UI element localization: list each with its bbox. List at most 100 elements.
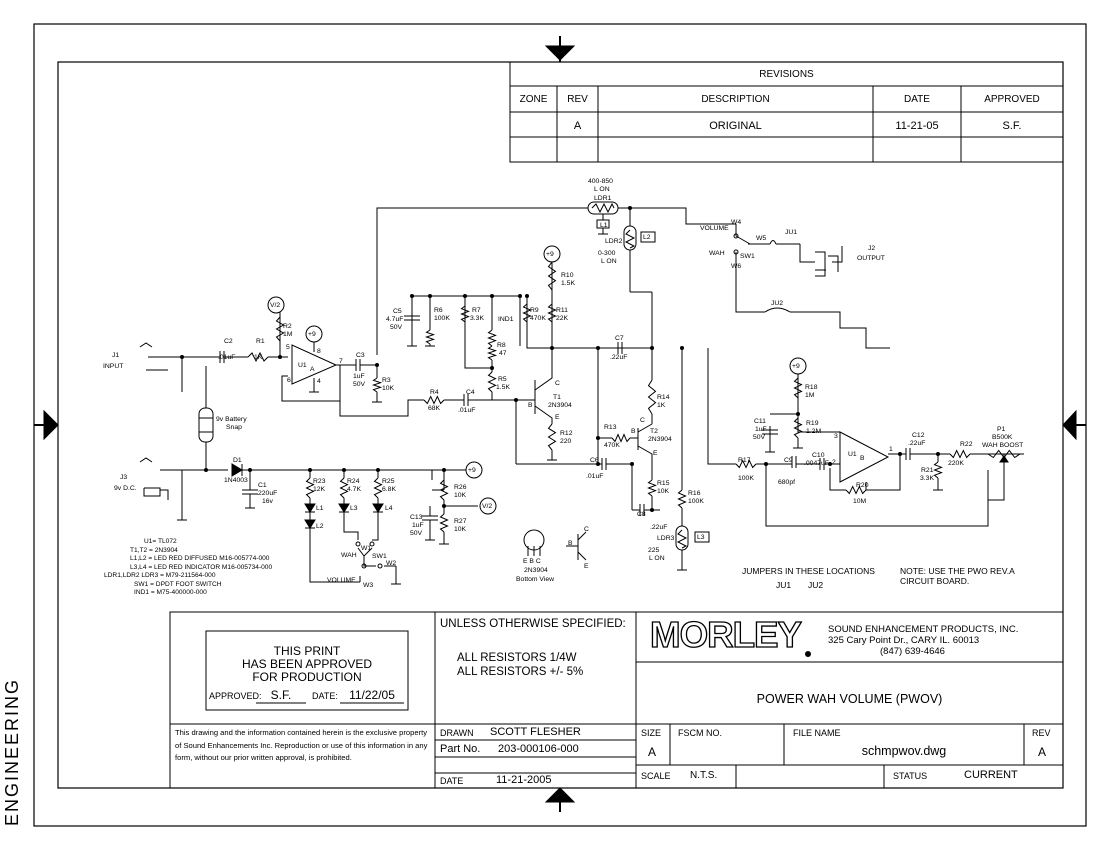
- label-r4v: 68K: [428, 405, 441, 412]
- label-r14: R14: [657, 394, 670, 401]
- label-r11v: 22K: [556, 315, 569, 322]
- jumpers-note: JUMPERS IN THESE LOCATIONS: [742, 566, 875, 576]
- file-name-value: schmpwov.dwg: [861, 744, 947, 758]
- battery-snap: [198, 407, 214, 443]
- label-c10v: .0047uF: [804, 460, 829, 467]
- schematic-wiring: [139, 207, 1024, 585]
- approval-date-value: 11/22/05: [349, 688, 395, 702]
- label-sym-c: C: [584, 526, 589, 533]
- ldr-bodies: [587, 201, 710, 551]
- approval-line-1: THIS PRINT: [273, 644, 341, 658]
- label-c8: C8: [637, 511, 646, 518]
- label-ju2: JU2: [771, 300, 784, 307]
- label-r1v: 1K: [254, 354, 263, 361]
- resistor-r2: [275, 316, 285, 342]
- label-t2v: 2N3904: [648, 436, 672, 443]
- label-r1: R1: [256, 338, 265, 345]
- label-r22: R22: [960, 441, 973, 448]
- label-r6v: 100K: [434, 315, 450, 322]
- label-v2-a: V/2: [270, 302, 281, 309]
- label-r18v: 1M: [805, 392, 815, 399]
- led-symbols: [304, 503, 384, 529]
- label-r8v: 47: [499, 350, 507, 357]
- drawing-title: POWER WAH VOLUME (PWOV): [756, 692, 943, 706]
- label-input: INPUT: [103, 363, 124, 370]
- label-r18: R18: [805, 384, 818, 391]
- label-r11: R11: [556, 307, 568, 314]
- label-j3: J3: [120, 474, 128, 481]
- label-r3: R3: [382, 377, 391, 384]
- resistor-r4: [423, 395, 445, 405]
- label-w5: W5: [756, 235, 767, 242]
- file-name-label: FILE NAME: [793, 728, 841, 738]
- resistor-r7: [460, 305, 470, 323]
- parts-list-item: LDR1,LDR2 LDR3 = M79-211564-000: [104, 572, 216, 579]
- company-address: 325 Cary Point Dr., CARY IL. 60013: [828, 635, 980, 646]
- v2-flag-b: [479, 497, 497, 515]
- v2-flag-a: [267, 296, 285, 314]
- label-ldr1: LDR1: [594, 195, 612, 202]
- label-c1: C1: [258, 482, 267, 489]
- size-value: A: [648, 745, 657, 759]
- resistor-r26: [439, 479, 449, 501]
- label-r16: R16: [688, 490, 701, 497]
- label-emit-e1: E: [555, 414, 560, 421]
- label-r9v: 470K: [530, 315, 546, 322]
- scale-value: N.T.S.: [690, 770, 718, 781]
- label-c1v2: 16v: [262, 498, 273, 505]
- label-ldr3-range: 225: [648, 547, 660, 554]
- resistor-r20: [845, 485, 867, 495]
- resistor-r21: [933, 461, 943, 479]
- label-pin7: 7: [339, 358, 343, 365]
- label-u1b-b: B: [860, 455, 865, 462]
- parts-list-item: U1= TL072: [144, 538, 177, 545]
- label-l1: L1: [316, 505, 324, 512]
- resistor-r18: [793, 377, 803, 399]
- label-pin4: 4: [317, 378, 321, 385]
- resistor-r27: [439, 513, 449, 533]
- label-c5v2: 50V: [390, 324, 403, 331]
- size-label: SIZE: [641, 728, 662, 738]
- unless-line-2: ALL RESISTORS +/- 5%: [457, 666, 584, 678]
- label-c12: C12: [912, 432, 925, 439]
- label-r9: R9: [530, 307, 539, 314]
- label-c4v: .01uF: [458, 407, 476, 414]
- label-ldr2-on: L ON: [601, 258, 617, 265]
- parts-list: U1= TL072 T1,T2 = 2N3904 L1,L2 = LED RED…: [104, 538, 272, 598]
- part-no-value: 203-000106-000: [498, 743, 579, 755]
- label-pinout-view: Bottom View: [516, 576, 555, 583]
- label-l1-tag: L1: [600, 222, 608, 229]
- label-u1a: U1: [298, 362, 307, 369]
- rev-header-zone: ZONE: [519, 94, 548, 105]
- plus9-flag-c: [465, 461, 483, 479]
- label-wah-bot: WAH: [341, 552, 357, 559]
- label-r14v: 1K: [657, 402, 666, 409]
- label-j2: J2: [868, 245, 876, 252]
- revision-table-grid: [509, 61, 1064, 163]
- part-no-label: Part No.: [440, 743, 481, 755]
- label-c3v1: 1uF: [353, 373, 365, 380]
- label-pin1: 1: [889, 446, 893, 453]
- label-ju1: JU1: [785, 229, 798, 236]
- resistor-r10: [547, 261, 557, 291]
- label-output: OUTPUT: [857, 255, 885, 262]
- label-r4: R4: [430, 389, 439, 396]
- label-p9-a: +9: [308, 331, 316, 338]
- plus9-flag-b: [543, 245, 561, 263]
- label-volume-bot: VOLUME: [327, 577, 356, 584]
- label-r6: R6: [434, 307, 443, 314]
- label-d1v: 1N4003: [224, 477, 248, 484]
- label-volume-top: VOLUME: [700, 225, 729, 232]
- status-label: STATUS: [893, 771, 928, 781]
- label-r22v: 220K: [948, 460, 964, 467]
- parts-list-item: SW1 = DPDT FOOT SWITCH: [134, 580, 222, 588]
- label-ind1: IND1: [498, 316, 514, 323]
- label-pinout-ebc: E B C: [523, 558, 541, 565]
- resistor-r14: [647, 379, 657, 415]
- label-r5: R5: [498, 376, 507, 383]
- label-c10: C10: [812, 452, 825, 459]
- label-r2: R2: [283, 323, 292, 330]
- scale-label: SCALE: [641, 771, 671, 781]
- plus9-flag-a: [305, 325, 323, 343]
- label-c8v: .22uF: [650, 524, 668, 531]
